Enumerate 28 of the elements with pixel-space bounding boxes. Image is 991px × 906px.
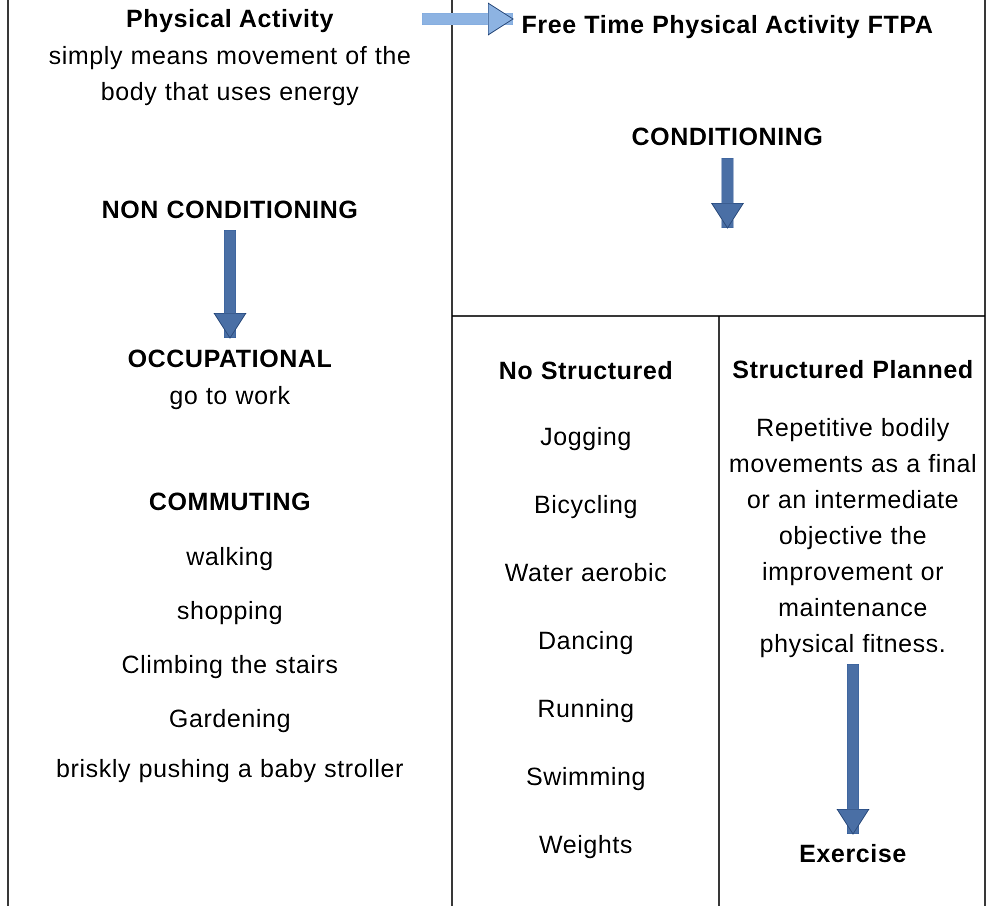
heading-text: Structured Planned xyxy=(731,355,975,386)
arrow xyxy=(422,2,514,36)
body-text: go to work xyxy=(168,381,292,412)
list-item: Climbing the stairs xyxy=(120,650,340,681)
body-text: simply means movement of the body that uses energy xyxy=(48,41,412,108)
list-item: Swimming xyxy=(524,762,648,793)
list-item: Bicycling xyxy=(532,490,640,521)
arrow xyxy=(214,230,246,338)
list-item: walking xyxy=(185,542,275,573)
heading-text: OCCUPATIONAL xyxy=(126,344,334,375)
arrow xyxy=(711,158,744,228)
list-item: briskly pushing a baby stroller xyxy=(55,754,405,785)
heading-text: COMMUTING xyxy=(148,487,312,518)
list-item: Gardening xyxy=(168,704,292,735)
heading-text: Free Time Physical Activity FTPA xyxy=(520,10,934,41)
list-item: Running xyxy=(536,694,636,725)
heading-text: No Structured xyxy=(498,356,674,387)
list-item: Dancing xyxy=(537,626,635,657)
heading-text: Exercise xyxy=(798,839,908,870)
heading-text: Physical Activity xyxy=(125,4,335,35)
arrow xyxy=(836,664,870,834)
heading-text: CONDITIONING xyxy=(630,122,824,153)
heading-text: NON CONDITIONING xyxy=(100,195,360,226)
list-item: Weights xyxy=(538,830,634,861)
list-item: shopping xyxy=(176,596,284,627)
list-item: Jogging xyxy=(539,422,633,453)
body-text: Repetitive bodily movements as a final or an intermediate objective the improvement or maintenance physical fitness. xyxy=(728,413,978,660)
list-item: Water aerobic xyxy=(504,558,668,589)
